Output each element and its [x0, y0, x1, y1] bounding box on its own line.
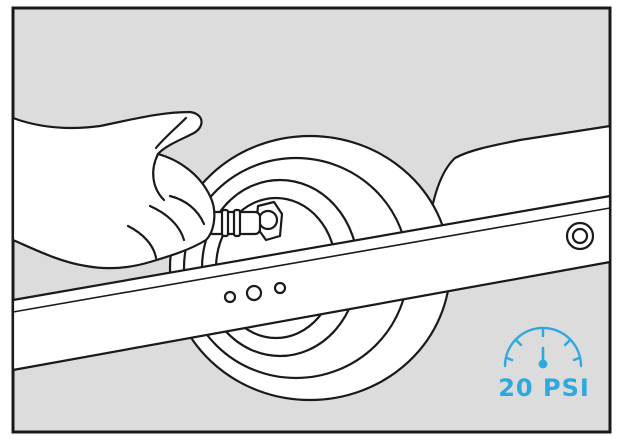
rail-bolt [225, 292, 235, 302]
rail-bolt [247, 286, 261, 300]
valve-cap [259, 211, 277, 229]
rail-bolt [275, 283, 285, 293]
pressure-label: 20 PSI [497, 376, 591, 400]
axle-nut [567, 223, 593, 249]
hand [13, 112, 214, 268]
